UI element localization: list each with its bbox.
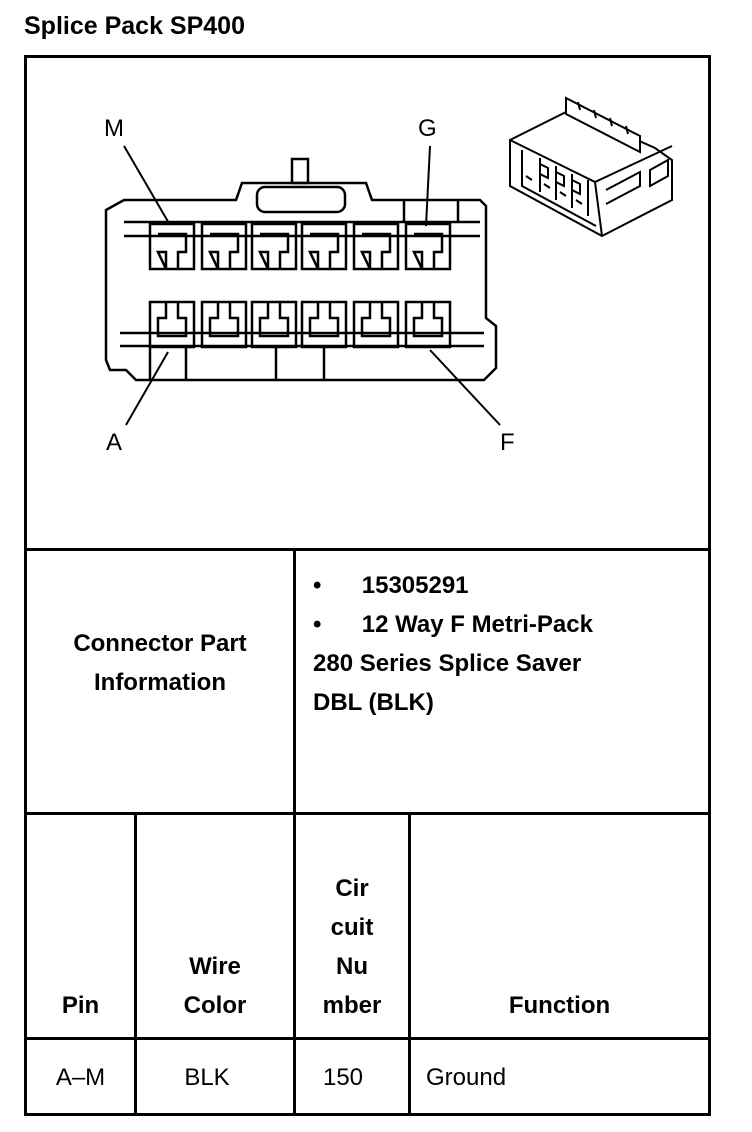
cell-circuit: 150: [322, 1064, 364, 1091]
header-circuit-line2: cuit: [330, 914, 374, 941]
top-row-cavities: [148, 222, 452, 271]
header-circuit-number: Cir cuit Nu mber: [296, 869, 408, 1025]
divider-info: [24, 812, 711, 815]
divider-circuit-column: [408, 812, 411, 1115]
header-circuit-line3: Nu: [336, 953, 368, 980]
header-function-text: Function: [508, 992, 611, 1019]
header-function: Function: [411, 986, 708, 1025]
description-line-3: DBL (BLK): [313, 689, 434, 716]
connector-table-frame: [24, 55, 711, 1116]
connector-info-label: Connector Part Information: [27, 551, 293, 812]
pin-label-m: M: [104, 115, 124, 142]
bullet-1: •: [313, 572, 322, 599]
description-text-1: 12 Way F Metri-Pack: [361, 611, 593, 638]
cell-wire-color: BLK: [184, 1064, 230, 1091]
description-line-2: 280 Series Splice Saver: [313, 650, 582, 677]
connector-3d-illustration: [509, 96, 673, 238]
description-line-1: • 12 Way F Metri-Pack: [313, 611, 593, 639]
page-title: Splice Pack SP400: [24, 12, 245, 40]
divider-info-column: [293, 548, 296, 1115]
connector-info-label-line2: Information: [93, 668, 226, 696]
part-number: 15305291: [361, 572, 469, 599]
part-number-line: • 15305291: [313, 572, 469, 600]
pin-label-g: G: [418, 115, 437, 142]
header-pin-text: Pin: [61, 992, 100, 1019]
header-circuit-line1: Cir: [335, 875, 369, 902]
connector-face-diagram: M G A F: [104, 96, 673, 456]
header-wire-color-line2: Color: [183, 992, 247, 1019]
cell-function: Ground: [426, 1064, 507, 1091]
header-pin: Pin: [27, 986, 134, 1025]
bottom-row-cavities: [148, 300, 452, 349]
header-circuit-line4: mber: [322, 992, 382, 1019]
pin-label-f: F: [500, 429, 515, 456]
header-wire-color: Wire Color: [137, 947, 293, 1025]
bullet-2: •: [313, 611, 322, 638]
header-wire-color-line1: Wire: [189, 953, 241, 980]
divider-header: [24, 1037, 711, 1040]
connector-info-label-line1: Connector Part: [73, 629, 247, 657]
cell-pin: A–M: [55, 1064, 106, 1091]
divider-pin-column: [134, 812, 137, 1115]
divider-diagram: [24, 548, 711, 551]
pin-label-a: A: [106, 429, 122, 456]
